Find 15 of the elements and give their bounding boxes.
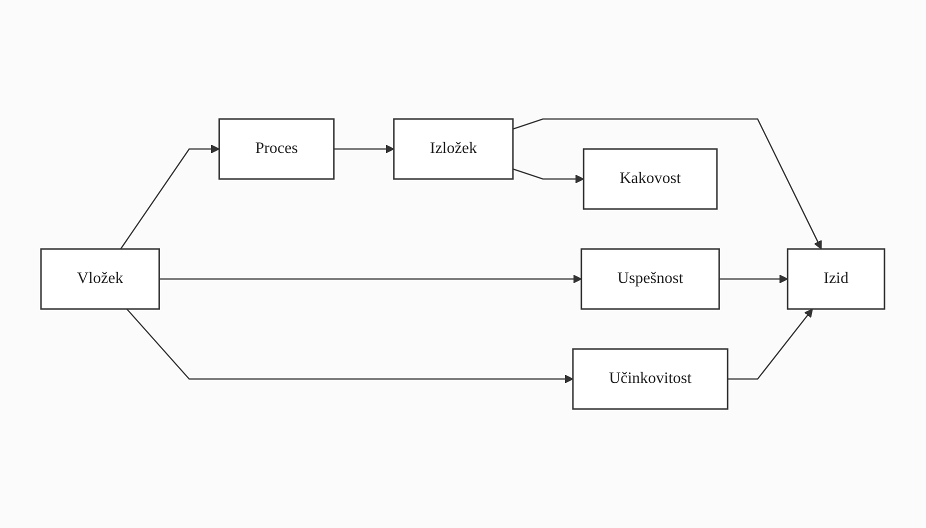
node-box: Vložek (40, 248, 160, 310)
node-box: Proces (218, 118, 335, 180)
arrow (719, 274, 788, 284)
node-box: Izložek (393, 118, 514, 180)
arrow (159, 274, 582, 284)
node-box: Kakovost (583, 148, 718, 210)
node-box: Učinkovitost (572, 348, 729, 410)
arrow (512, 118, 822, 250)
node-box: Uspešnost (580, 248, 720, 310)
arrow (126, 308, 574, 384)
arrow (512, 168, 584, 184)
node-box: Izid (787, 248, 886, 310)
arrow (728, 308, 814, 380)
arrow (334, 144, 394, 154)
arrow (120, 144, 220, 250)
